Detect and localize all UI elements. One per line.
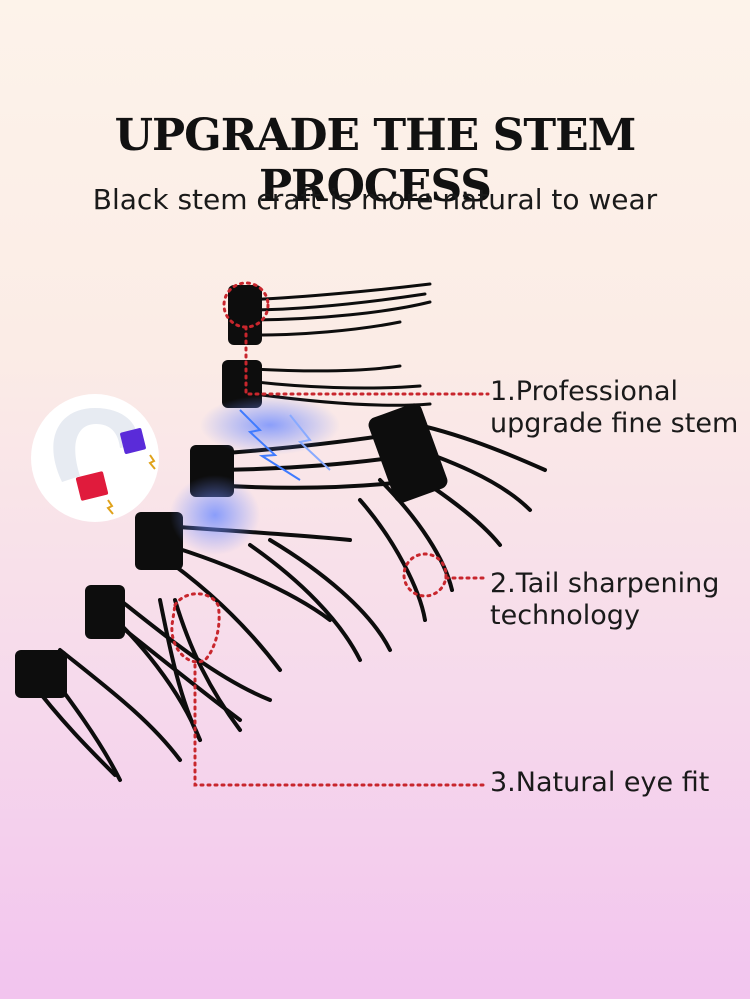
callout-2-line-1: 2.Tail sharpening bbox=[490, 568, 720, 599]
eyelash-strip bbox=[15, 282, 547, 782]
leader-line-3 bbox=[193, 663, 490, 787]
callout-professional-stem: 1.Professional upgrade fine stem bbox=[490, 376, 738, 441]
callout-2-line-2: technology bbox=[490, 600, 640, 632]
magnet-icon bbox=[31, 394, 159, 522]
magnetic-spark bbox=[170, 395, 340, 555]
page-title: UPGRADE THE STEM PROCESS bbox=[114, 110, 637, 212]
callout-1-line-1: 1.Professional bbox=[490, 376, 679, 407]
tail-marker bbox=[402, 552, 448, 598]
leader-line-1 bbox=[244, 325, 490, 396]
callout-markers bbox=[170, 281, 490, 787]
callout-tail-sharpening: 2.Tail sharpening technology bbox=[490, 568, 719, 633]
page-subtitle: Black stem craft is more natural to wear bbox=[92, 183, 658, 216]
fit-marker bbox=[170, 592, 221, 664]
callout-1-line-2: upgrade fine stem bbox=[490, 408, 739, 440]
callout-natural-fit: 3.Natural eye fit bbox=[490, 767, 709, 799]
callout-3-line-1: 3.Natural eye fit bbox=[490, 767, 710, 798]
